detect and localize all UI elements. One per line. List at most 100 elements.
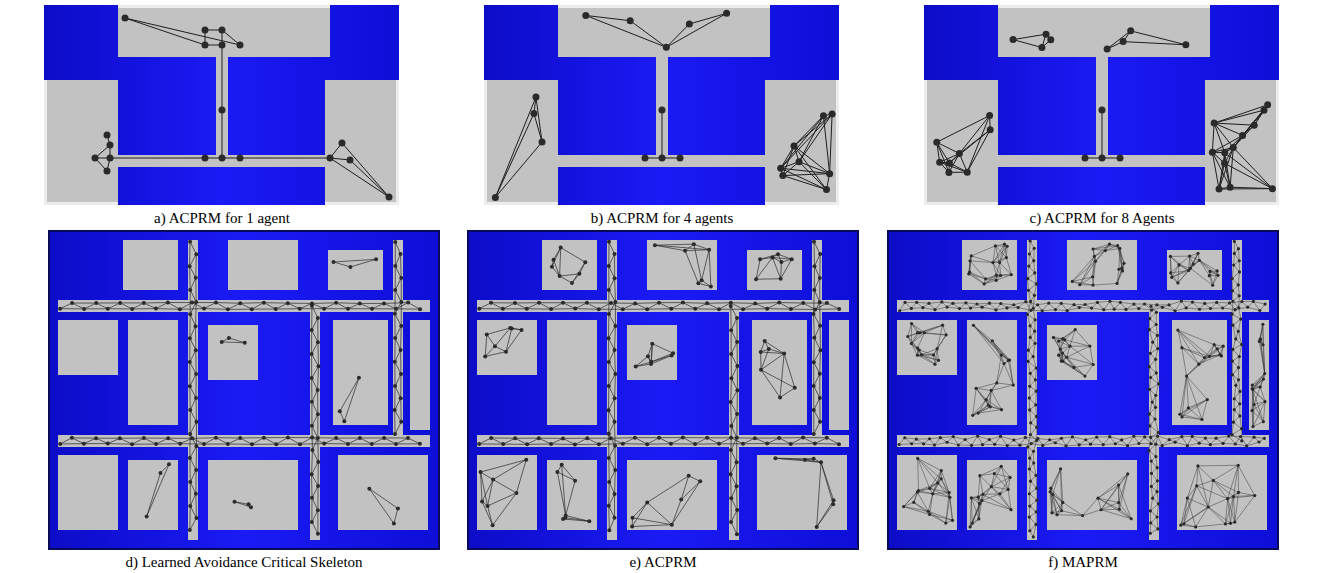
roadmap-edge [1007, 307, 1018, 308]
roadmap-edge [395, 290, 401, 302]
roadmap-edge [1242, 301, 1253, 302]
roadmap-node [657, 436, 661, 440]
roadmap-node [393, 408, 397, 412]
roadmap-edge [156, 308, 180, 310]
roadmap-edge [1070, 330, 1075, 347]
roadmap-edge [312, 366, 319, 378]
roadmap-node [166, 301, 170, 305]
roadmap-edge [1102, 110, 1103, 158]
roadmap-edge [1156, 312, 1157, 324]
roadmap-edge [1029, 469, 1030, 481]
roadmap-edge [1110, 437, 1122, 440]
roadmap-edge [372, 438, 384, 444]
roadmap-node [613, 252, 617, 256]
roadmap-edge [814, 290, 819, 302]
roadmap-edge [755, 438, 767, 443]
roadmap-node [310, 376, 314, 380]
roadmap-edge [561, 248, 586, 263]
roadmap-edge [1035, 391, 1037, 405]
roadmap-node [1043, 31, 1050, 38]
roadmap-node [573, 442, 577, 446]
roadmap-edge [671, 308, 695, 309]
roadmap-node [936, 159, 943, 166]
roadmap-edge [125, 18, 240, 45]
roadmap-edge [1091, 444, 1104, 446]
roadmap-edge [681, 481, 700, 499]
roadmap-node [686, 20, 693, 27]
roadmap-edge [1187, 376, 1202, 419]
roadmap-edge [493, 480, 516, 493]
roadmap-edge [685, 251, 698, 284]
room-space [208, 460, 298, 530]
roadmap-edge [1157, 504, 1158, 517]
roadmap-node [607, 480, 611, 484]
roadmap-node [1117, 155, 1124, 162]
roadmap-edge [563, 438, 575, 444]
roadmap-node [645, 500, 649, 504]
roadmap-edge [599, 443, 623, 445]
roadmap-node [777, 301, 781, 305]
roadmap-edge [264, 303, 276, 309]
roadmap-edge [609, 290, 616, 302]
roadmap-edge [930, 488, 950, 497]
roadmap-edge [707, 302, 731, 304]
roadmap-node [561, 436, 565, 440]
roadmap-edge [819, 374, 820, 398]
roadmap-node [767, 347, 771, 351]
roadmap-edge [635, 437, 659, 438]
roadmap-node [987, 126, 994, 133]
roadmap-edge [84, 308, 108, 309]
roadmap-edge [911, 333, 920, 344]
roadmap-edge [783, 176, 827, 190]
roadmap-edge [189, 266, 191, 290]
roadmap-node [491, 523, 495, 527]
corridor-space [477, 300, 849, 312]
roadmap-edge [1199, 260, 1209, 275]
roadmap-node [646, 354, 650, 358]
roadmap-node [770, 255, 774, 259]
roadmap-edge [813, 338, 815, 362]
roadmap-edge [1070, 346, 1090, 347]
roadmap-node [549, 307, 553, 311]
roadmap-edge [1182, 348, 1205, 358]
roadmap-edge [360, 303, 372, 308]
roadmap-edge [1232, 314, 1234, 325]
maze-panel [48, 230, 440, 550]
roadmap-node [735, 340, 739, 344]
roadmap-edge [731, 414, 737, 426]
roadmap-edge [1238, 357, 1240, 368]
roadmap-node [818, 348, 822, 352]
room-space [967, 320, 1017, 425]
roadmap-edge [527, 303, 539, 309]
roadmap-edge [1075, 330, 1090, 346]
free-space [118, 5, 330, 57]
roadmap-node [825, 301, 829, 305]
roadmap-edge [1036, 500, 1038, 512]
roadmap-edge [1214, 105, 1268, 123]
roadmap-node [316, 364, 320, 368]
roadmap-edge [820, 326, 821, 350]
roadmap-node [310, 496, 314, 500]
roadmap-edge [1216, 436, 1229, 438]
roadmap-edge [1001, 304, 1014, 305]
roadmap-edge [780, 388, 795, 398]
roadmap-edge [288, 438, 300, 445]
roadmap-edge [190, 242, 196, 254]
roadmap-edge [156, 438, 168, 444]
roadmap-edge [1182, 400, 1207, 417]
roadmap-edge [1033, 343, 1035, 356]
roadmap-node [765, 307, 769, 311]
roadmap-edge [1186, 308, 1199, 309]
roadmap-edge [228, 303, 240, 309]
roadmap-node [561, 301, 565, 305]
roadmap-edge [551, 303, 563, 309]
roadmap-edge [1158, 436, 1170, 440]
roadmap-edge [1030, 410, 1031, 423]
roadmap-edge [400, 350, 401, 374]
roadmap-edge [1230, 148, 1233, 188]
roadmap-edge [1030, 326, 1031, 338]
roadmap-edge [1182, 376, 1187, 417]
roadmap-edge [1199, 260, 1217, 271]
room-space [627, 325, 677, 380]
roadmap-edge [190, 374, 196, 386]
